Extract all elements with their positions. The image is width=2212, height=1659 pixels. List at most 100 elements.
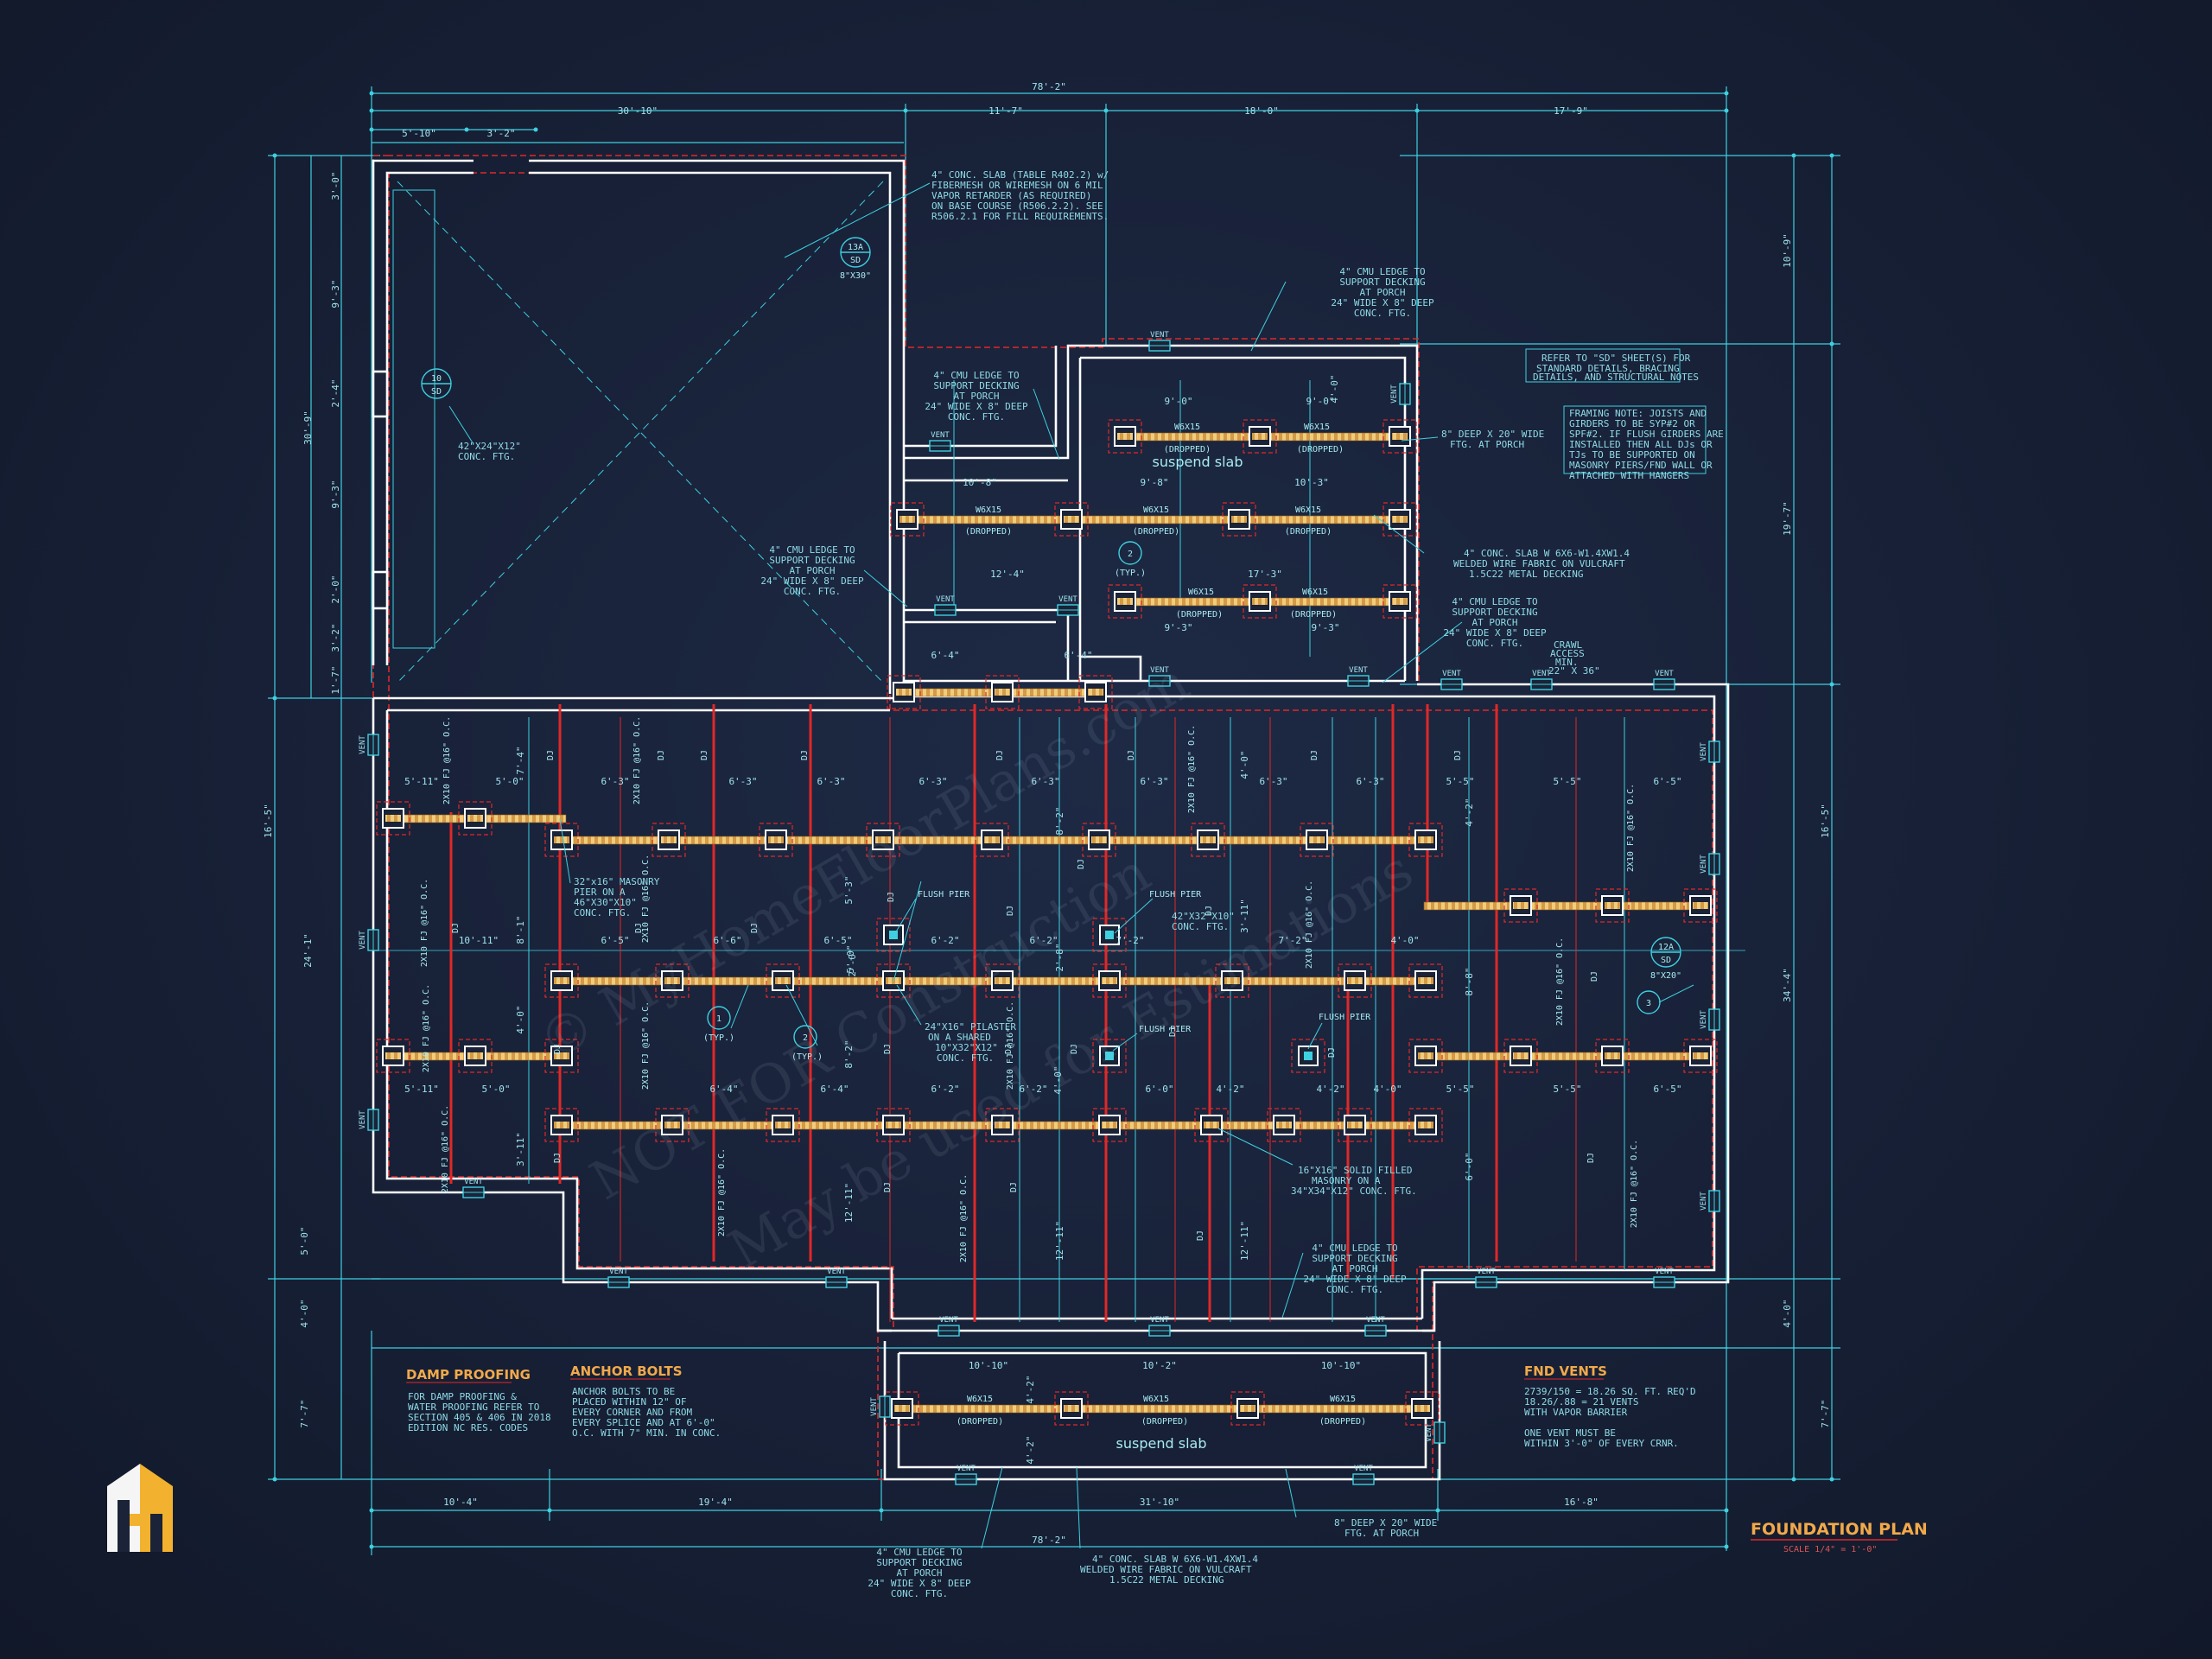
svg-text:12'-11": 12'-11" [1054,1221,1065,1261]
pier [885,1391,919,1426]
svg-text:W6X15: W6X15 [976,505,1001,515]
svg-text:VENT: VENT [1700,1192,1708,1211]
pier [1405,1391,1440,1426]
pier [1408,963,1443,998]
svg-text:VENT: VENT [1425,1423,1433,1442]
vent: VENT [1700,853,1720,875]
svg-text:4'-2": 4'-2" [1216,1084,1244,1095]
pier [887,675,921,709]
pier [1108,584,1142,619]
svg-text:3: 3 [1646,999,1651,1008]
svg-text:VENT: VENT [1058,595,1077,604]
svg-text:9'-3": 9'-3" [330,279,341,308]
vent: VENT [1425,1421,1446,1444]
vent: VENT [1352,1465,1375,1485]
svg-text:ONE VENT MUST BE: ONE VENT MUST BE [1524,1427,1616,1439]
svg-text:6'-2": 6'-2" [1019,1084,1047,1095]
callout-slab-top: 4" CONC. SLAB (TABLE R402.2) w/ FIBERMES… [931,169,1109,222]
svg-text:8'-2": 8'-2" [843,1039,855,1068]
masonry-piers [376,419,1718,1426]
house-logo-icon [107,1464,173,1552]
dj-label: DJ [634,923,644,933]
leader-lines [448,182,1694,1549]
dimension-lines [268,86,1840,1555]
svg-text:6'-3": 6'-3" [601,776,629,787]
svg-text:5'-0": 5'-0" [845,944,856,973]
svg-text:2'-8": 2'-8" [1054,943,1065,971]
svg-text:7'-4": 7'-4" [515,746,526,774]
pier [544,963,579,998]
note-pilaster: 24"X16" PILASTER ON A SHARED 10"X32"X12"… [925,1021,1022,1064]
pier [1408,1039,1443,1073]
vent: VENT [1653,1268,1675,1288]
svg-text:6'-5": 6'-5" [1653,776,1681,787]
svg-text:6'-3": 6'-3" [1259,776,1287,787]
vent: VENT [1347,666,1370,687]
pier [975,823,1009,857]
svg-text:SD: SD [1661,956,1671,965]
svg-text:13A: 13A [848,243,863,252]
svg-text:6'-4": 6'-4" [820,1084,849,1095]
svg-text:(TYP.): (TYP.) [703,1033,734,1043]
dj-label: DJ [657,750,666,760]
dj-label: DJ [1327,1047,1337,1058]
dj-label: DJ [1009,1182,1019,1192]
pier [1408,823,1443,857]
svg-text:6'-2": 6'-2" [931,1084,959,1095]
pier [1230,1391,1265,1426]
svg-text:VENT: VENT [1349,666,1368,675]
vent: VENT [870,1395,891,1418]
svg-text:6'-2": 6'-2" [1029,935,1058,946]
svg-text:VENT: VENT [1442,670,1461,678]
vent: VENT [359,1109,379,1131]
note-slab-porch-top: 4" CONC. SLAB W 6X6-W1.4XW1.4 WELDED WIR… [1453,548,1636,580]
fj-label: 2X10 FJ @16" O.C. [717,1148,727,1236]
svg-text:8"X30": 8"X30" [840,271,871,281]
pier [1683,1039,1718,1073]
pier [376,1039,410,1073]
svg-text:(DROPPED): (DROPPED) [1297,445,1344,454]
svg-text:SD: SD [431,387,442,397]
svg-text:18.26/.88 = 21 VENTS: 18.26/.88 = 21 VENTS [1524,1396,1638,1408]
pier [1092,963,1127,998]
vent: VENT [1700,741,1720,763]
section-bubble-icon [1118,541,1142,565]
svg-text:12'-11": 12'-11" [843,1183,855,1223]
vent: VENT [1700,1008,1720,1031]
svg-text:W6X15: W6X15 [1174,423,1200,432]
svg-text:2'-0": 2'-0" [330,575,341,603]
vent: VENT [825,1268,848,1288]
svg-text:VENT: VENT [1150,1316,1169,1325]
svg-text:10'-10": 10'-10" [969,1360,1008,1371]
svg-text:4'-0": 4'-0" [1329,374,1340,403]
svg-text:8'-8": 8'-8" [1464,967,1475,995]
pier [1191,823,1225,857]
svg-text:VENT: VENT [1700,1010,1708,1029]
suspend-slab-upper: suspend slab [1153,454,1243,470]
fj-label: 2X10 FJ @16" O.C. [1626,784,1636,872]
svg-text:VENT: VENT [931,431,950,440]
svg-text:6'-5": 6'-5" [601,935,629,946]
flush-pier [1092,1039,1127,1073]
vent: VENT [1475,1268,1497,1288]
vent: VENT [607,1268,630,1288]
fj-label: 2X10 FJ @16" O.C. [1006,1001,1015,1090]
svg-text:2'-4": 2'-4" [330,378,341,407]
pier [1338,963,1372,998]
svg-text:6'-3": 6'-3" [817,776,845,787]
dim-top-left-2: 3'-2" [486,128,515,139]
dim-overall-width: 78'-2" [1032,81,1066,92]
svg-text:VENT: VENT [957,1465,976,1473]
pier [1054,502,1089,537]
svg-text:VENT: VENT [359,735,367,754]
svg-text:5'-5": 5'-5" [1553,1084,1581,1095]
damp-title: DAMP PROOFING [406,1367,531,1382]
dimension-ticks [272,91,1834,1549]
fj-label: 2X10 FJ @16" O.C. [442,716,452,804]
dj-label: DJ [887,892,896,902]
vent: VENT [1653,670,1675,690]
pier [1503,1039,1538,1073]
svg-text:W6X15: W6X15 [1143,505,1169,515]
svg-text:2: 2 [803,1033,808,1043]
